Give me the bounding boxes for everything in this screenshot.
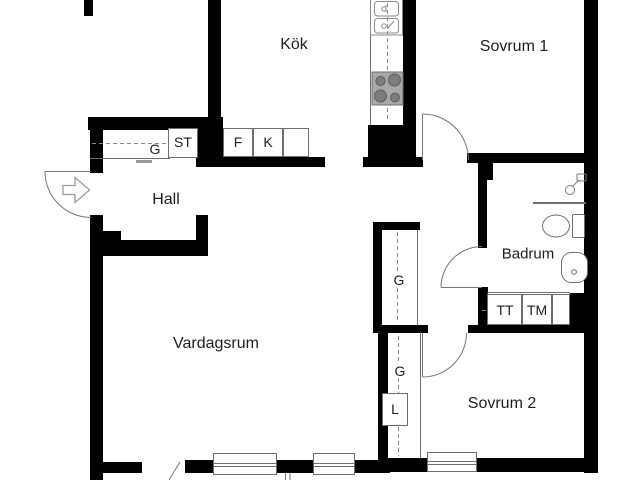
doors bbox=[44, 113, 483, 480]
wall bbox=[368, 125, 403, 157]
cabinet-box-f bbox=[223, 128, 253, 157]
entry-door-arc-icon bbox=[44, 171, 92, 218]
room-label-living-room: Vardagsrum bbox=[173, 335, 259, 352]
cabinet-box bbox=[283, 128, 309, 157]
window-icon bbox=[427, 452, 477, 472]
wall bbox=[84, 0, 93, 16]
wall bbox=[468, 325, 584, 333]
wall bbox=[355, 460, 390, 473]
entry-arrow-icon bbox=[62, 176, 91, 204]
closet-box-l bbox=[382, 393, 408, 426]
wall bbox=[373, 325, 428, 333]
closet-label-corridor-wardrobe: G bbox=[392, 272, 406, 288]
bathroom-door-arc-icon bbox=[440, 246, 483, 288]
wall bbox=[103, 240, 208, 256]
bedroom2-door-arc-icon bbox=[422, 332, 467, 378]
wall bbox=[277, 460, 313, 473]
wall bbox=[363, 157, 423, 167]
closet-label-bedroom2-wardrobe: G bbox=[393, 363, 407, 379]
wall bbox=[584, 0, 598, 473]
wall bbox=[478, 162, 487, 248]
shower-icon bbox=[565, 173, 587, 195]
wall bbox=[478, 287, 488, 325]
stove-icon bbox=[371, 71, 404, 106]
closet-label-hall-wardrobe: G bbox=[149, 141, 161, 157]
wall bbox=[570, 293, 598, 327]
wall bbox=[103, 231, 121, 241]
wall bbox=[185, 460, 213, 473]
wall bbox=[103, 462, 142, 473]
laundry-label-dryer: TT bbox=[495, 302, 515, 318]
wall bbox=[221, 157, 325, 167]
dashed-lines bbox=[92, 3, 570, 456]
wall bbox=[475, 458, 584, 472]
wall bbox=[373, 222, 420, 230]
wall bbox=[403, 0, 416, 160]
closet-label-linen: L bbox=[391, 401, 399, 417]
balcony-door-leaf-icon bbox=[168, 461, 291, 480]
walls bbox=[84, 0, 598, 480]
washbasin-icon bbox=[561, 252, 588, 283]
room-label-bathroom: Badrum bbox=[501, 245, 555, 263]
window-icon bbox=[213, 453, 277, 475]
room-label-bedroom2: Sovrum 2 bbox=[467, 395, 537, 412]
window-icon bbox=[313, 453, 355, 475]
thin-lines bbox=[90, 0, 586, 458]
cabinet-label-k: K bbox=[263, 134, 273, 150]
toilet-icon bbox=[542, 214, 585, 238]
cabinet-label-f: F bbox=[233, 134, 243, 150]
closet-label-cleaning: ST bbox=[174, 134, 192, 150]
closet-box-st bbox=[168, 128, 198, 158]
fixtures bbox=[62, 0, 588, 283]
closet-boxes bbox=[168, 128, 570, 426]
room-label-bedroom1: Sovrum 1 bbox=[479, 38, 549, 55]
wall bbox=[467, 153, 584, 163]
wall bbox=[88, 117, 223, 130]
wall bbox=[90, 117, 103, 173]
wall bbox=[208, 0, 221, 130]
bedroom1-door-arc-icon bbox=[422, 113, 469, 161]
wall bbox=[196, 215, 208, 242]
laundry-label-washer: TM bbox=[525, 302, 549, 318]
cabinet-box-k bbox=[253, 128, 283, 157]
wall bbox=[90, 215, 103, 480]
threshold-mark bbox=[136, 160, 152, 163]
kitchen-sink-icon bbox=[370, 0, 403, 36]
wall bbox=[196, 128, 223, 167]
room-label-kitchen: Kök bbox=[280, 36, 308, 53]
windows bbox=[213, 452, 477, 475]
laundry-box bbox=[552, 294, 570, 325]
room-label-hall: Hall bbox=[152, 191, 180, 208]
wall bbox=[373, 222, 382, 325]
wall bbox=[386, 458, 427, 472]
